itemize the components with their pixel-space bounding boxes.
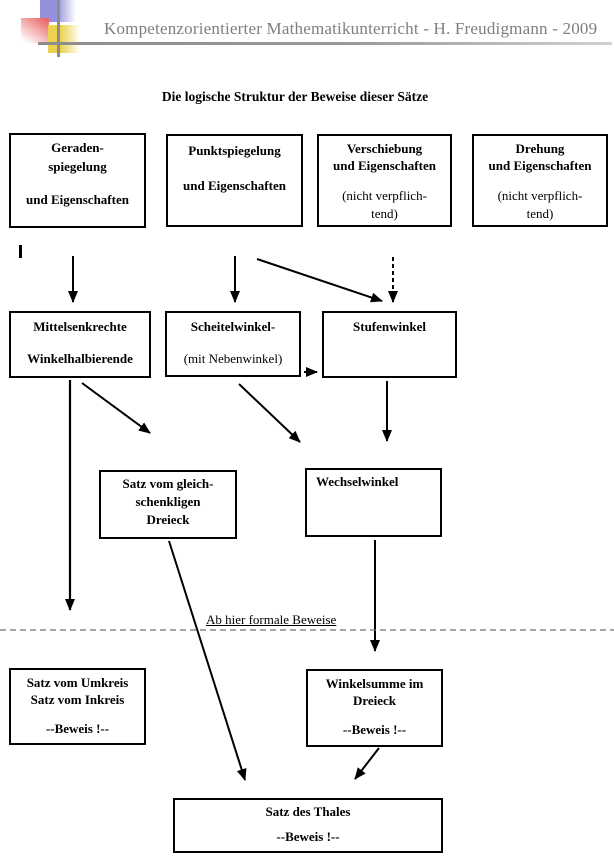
node-wechselwinkel: Wechselwinkel bbox=[305, 468, 442, 537]
node-line: Stufenwinkel bbox=[353, 319, 426, 334]
node-note: (mit Nebenwinkel) bbox=[183, 351, 283, 366]
node-line: und Eigenschaften bbox=[183, 178, 286, 193]
diagram-title: Die logische Struktur der Beweise dieser… bbox=[161, 89, 429, 104]
node-line: Punktspiegelung bbox=[188, 143, 281, 158]
node-line: Winkelhalbierende bbox=[27, 351, 133, 366]
slide-header-title: Kompetenzorientierter Mathematikunterric… bbox=[104, 19, 598, 38]
edge-gleichschenklig-thales bbox=[168, 540, 247, 781]
node-line: und Eigenschaften bbox=[333, 158, 436, 173]
node-line: Satz vom Inkreis bbox=[30, 692, 125, 707]
node-proof-label: --Beweis !-- bbox=[342, 722, 407, 737]
node-mittelsenkrechte: Mittelsenkrechte Winkelhalbierende bbox=[9, 311, 151, 378]
node-note: tend) bbox=[371, 206, 398, 221]
node-proof-label: --Beweis !-- bbox=[276, 829, 340, 844]
node-line: Scheitelwinkel- bbox=[190, 319, 276, 334]
node-line: und Eigenschaften bbox=[488, 158, 592, 173]
node-line: schenkligen bbox=[135, 494, 201, 509]
stray-cursor-mark bbox=[19, 245, 22, 258]
node-line: Dreieck bbox=[352, 693, 397, 708]
node-satz-umkreis-inkreis: Satz vom Umkreis Satz vom Inkreis --Bewe… bbox=[9, 668, 146, 745]
node-line: Mittelsenkrechte bbox=[33, 319, 127, 334]
node-line: Winkelsumme im bbox=[325, 676, 424, 691]
node-line: und Eigenschaften bbox=[26, 192, 129, 207]
edge-punkt-stufenwinkel bbox=[256, 258, 383, 303]
node-line: spiegelung bbox=[48, 159, 107, 174]
node-line: Satz vom Umkreis bbox=[26, 675, 129, 690]
node-geradenspiegelung: Geraden- spiegelung und Eigenschaften bbox=[9, 133, 146, 228]
node-line: Verschiebung bbox=[346, 141, 423, 156]
node-line: Satz des Thales bbox=[265, 804, 351, 819]
node-proof-label: --Beweis !-- bbox=[45, 721, 110, 736]
edge-winkelsumme-thales bbox=[354, 747, 380, 780]
node-line: Satz vom gleich- bbox=[122, 476, 214, 491]
node-note: (nicht verpflich- bbox=[342, 188, 427, 203]
edge-mittelsenkrechte-gleichschenklig bbox=[81, 382, 151, 434]
node-verschiebung: Verschiebung und Eigenschaften (nicht ve… bbox=[317, 134, 452, 227]
node-line: Dreieck bbox=[146, 512, 190, 527]
node-satz-gleichschenkliges-dreieck: Satz vom gleich- schenkligen Dreieck bbox=[99, 470, 237, 539]
edge-scheitelwinkel-wechselwinkel bbox=[238, 383, 301, 443]
formal-proofs-separator-label: Ab hier formale Beweise bbox=[206, 612, 337, 627]
node-line: Geraden- bbox=[51, 140, 104, 155]
node-punktspiegelung: Punktspiegelung und Eigenschaften bbox=[166, 134, 303, 227]
node-line: Wechselwinkel bbox=[316, 474, 399, 489]
node-stufenwinkel: Stufenwinkel bbox=[322, 311, 457, 378]
node-line: Drehung bbox=[515, 141, 565, 156]
node-drehung: Drehung und Eigenschaften (nicht verpfli… bbox=[472, 134, 608, 227]
logo-red-square bbox=[21, 18, 49, 43]
node-note: (nicht verpflich- bbox=[497, 188, 583, 203]
node-winkelsumme-dreieck: Winkelsumme im Dreieck --Beweis !-- bbox=[306, 669, 443, 747]
node-note: tend) bbox=[526, 206, 554, 221]
logo-vertical-line bbox=[57, 0, 60, 57]
node-satz-des-thales: Satz des Thales --Beweis !-- bbox=[173, 798, 443, 853]
node-scheitelwinkel: Scheitelwinkel- (mit Nebenwinkel) bbox=[165, 311, 301, 377]
logo-yellow-square bbox=[48, 25, 79, 53]
header-horizontal-rule bbox=[38, 42, 612, 45]
